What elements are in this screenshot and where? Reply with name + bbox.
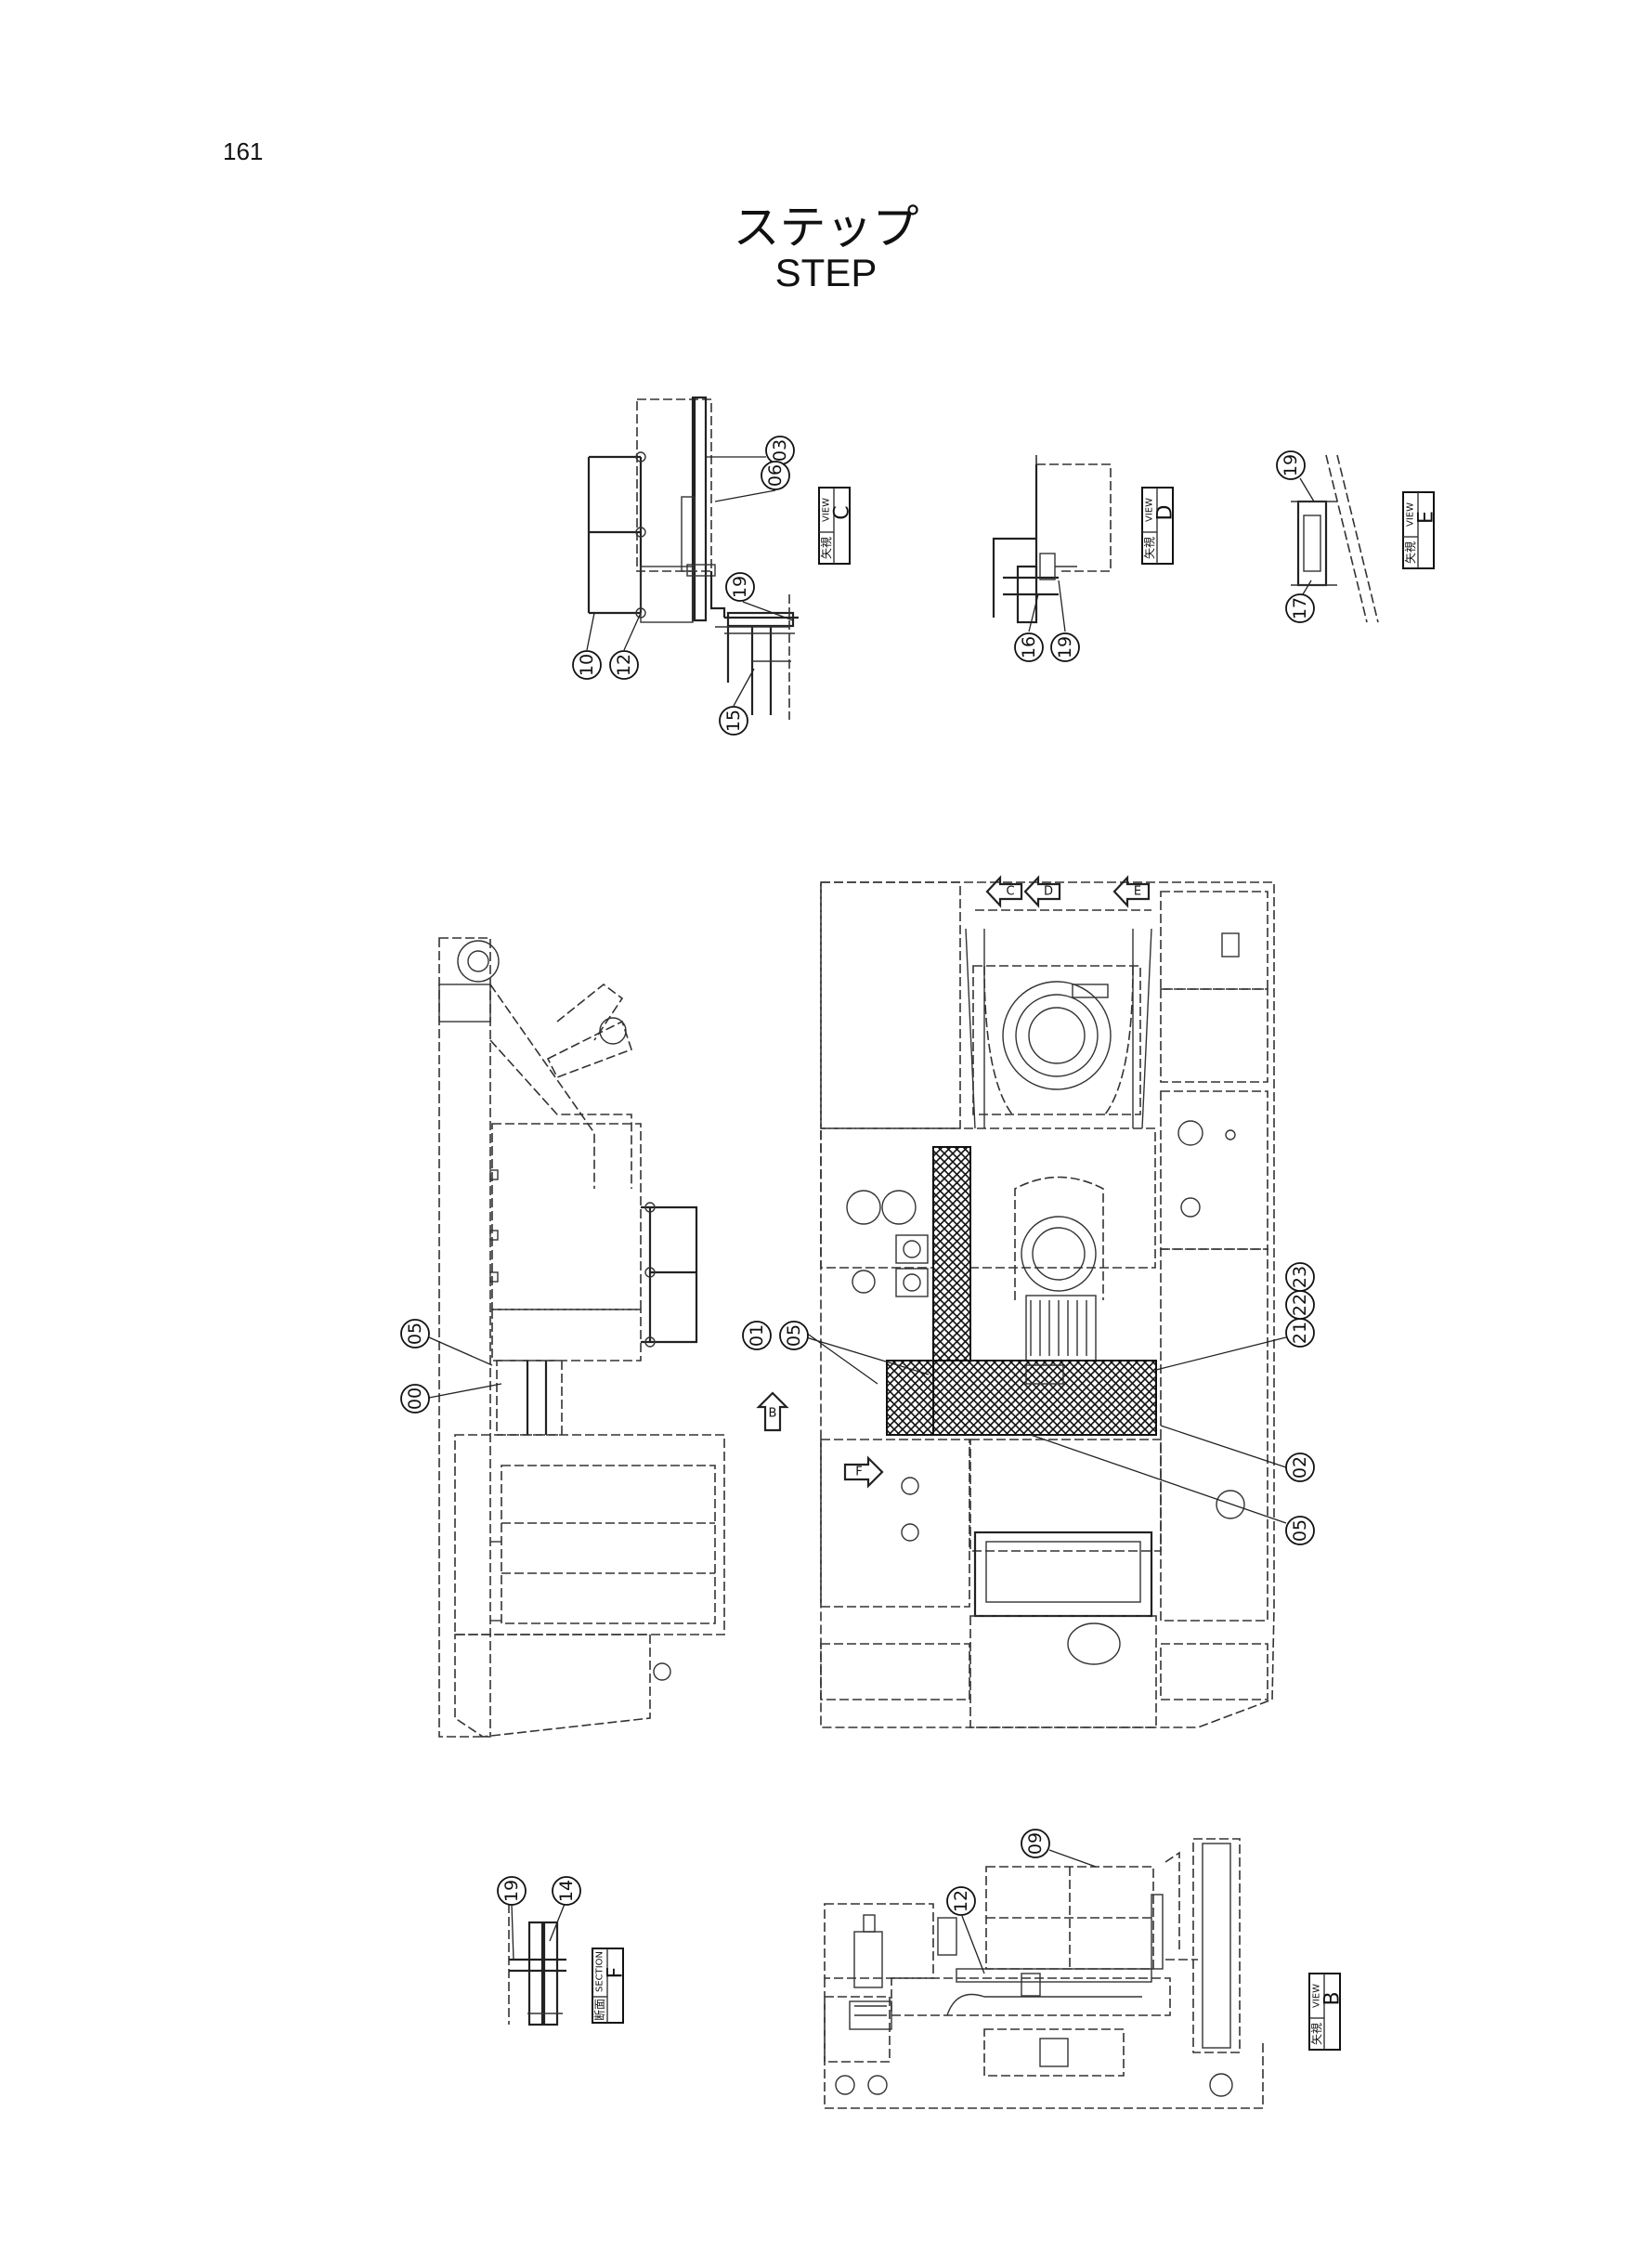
callout-19-section-f: 19 xyxy=(497,1876,527,1906)
section-f-detail xyxy=(508,1904,566,2026)
section-f-letter: F xyxy=(605,1967,628,1979)
view-e-label: 矢視 VIEW E xyxy=(1402,491,1438,569)
view-d-detail xyxy=(992,455,1112,624)
callout-05-side-text: 05 xyxy=(405,1322,425,1345)
title-japanese: ステップ xyxy=(733,201,919,254)
callout-22: 22 xyxy=(1285,1290,1315,1320)
callout-09: 09 xyxy=(1021,1829,1050,1858)
callout-16-text: 16 xyxy=(1019,636,1039,658)
hatched-step-upper xyxy=(932,1146,971,1362)
callout-10-text: 10 xyxy=(577,654,597,676)
callout-05-plan-left-text: 05 xyxy=(784,1324,804,1347)
callout-02: 02 xyxy=(1285,1453,1315,1482)
callout-12-view-c-text: 12 xyxy=(614,654,634,676)
page-number: 161 xyxy=(223,137,264,165)
callout-02-text: 02 xyxy=(1290,1456,1310,1479)
callout-19-section-f-text: 19 xyxy=(501,1880,522,1902)
view-arrow-f: F xyxy=(843,1455,884,1489)
section-f-kanji: 断面 xyxy=(592,1999,606,2021)
view-arrow-c: C xyxy=(985,875,1023,908)
view-c-kanji: 矢視 xyxy=(819,537,833,559)
arrow-d-letter: D xyxy=(1044,885,1053,899)
view-c-letter: C xyxy=(831,505,854,519)
title-english: STEP xyxy=(774,251,878,294)
section-f-word: SECTION xyxy=(595,1951,605,1992)
callout-09-text: 09 xyxy=(1025,1832,1046,1855)
callout-00-text: 00 xyxy=(405,1388,425,1410)
callout-05-plan-right-text: 05 xyxy=(1290,1519,1310,1542)
callout-15: 15 xyxy=(719,706,748,736)
view-c-word: VIEW xyxy=(822,498,832,522)
arrow-b-letter: B xyxy=(769,1407,777,1421)
section-f-label: 断面 SECTION F xyxy=(592,1948,628,2024)
callout-23-text: 23 xyxy=(1290,1266,1310,1288)
hatched-step-left xyxy=(886,1360,934,1436)
callout-21: 21 xyxy=(1285,1318,1315,1348)
callout-00: 00 xyxy=(400,1384,430,1414)
callout-21-text: 21 xyxy=(1290,1322,1310,1344)
callout-12-view-b: 12 xyxy=(946,1886,976,1916)
view-d-letter: D xyxy=(1154,505,1177,521)
view-e-letter: E xyxy=(1415,511,1438,524)
callout-17: 17 xyxy=(1285,593,1315,623)
view-d-word: VIEW xyxy=(1145,498,1155,522)
callout-05-plan-right: 05 xyxy=(1285,1516,1315,1545)
side-view-machine xyxy=(438,937,725,1738)
callout-15-text: 15 xyxy=(723,710,744,732)
hatched-step-main xyxy=(932,1360,1157,1436)
callout-23: 23 xyxy=(1285,1262,1315,1292)
view-b-label: 矢視 VIEW B xyxy=(1308,1973,1345,2051)
callout-01: 01 xyxy=(742,1321,772,1350)
arrow-e-letter: E xyxy=(1134,885,1141,899)
callout-19-view-c-text: 19 xyxy=(730,576,750,598)
view-arrow-d: D xyxy=(1023,875,1061,908)
callout-19-view-e-text: 19 xyxy=(1281,454,1301,476)
callout-12-view-b-text: 12 xyxy=(951,1890,971,1912)
view-b-word: VIEW xyxy=(1312,1984,1322,2008)
callout-12-view-c: 12 xyxy=(609,650,639,680)
callout-10: 10 xyxy=(572,650,602,680)
arrow-f-letter: F xyxy=(855,1466,862,1479)
view-b-kanji: 矢視 xyxy=(1309,2023,1323,2045)
callout-19-view-e: 19 xyxy=(1276,450,1306,480)
callout-14: 14 xyxy=(552,1876,581,1906)
leader-lines xyxy=(428,456,1315,1974)
callout-03: 03 xyxy=(765,436,795,465)
callout-22-text: 22 xyxy=(1290,1294,1310,1316)
callout-06-text: 06 xyxy=(765,464,786,487)
callout-01-text: 01 xyxy=(747,1324,767,1347)
view-c-label: 矢視 VIEW C xyxy=(818,487,854,565)
view-d-kanji: 矢視 xyxy=(1142,537,1156,559)
view-arrow-b: B xyxy=(756,1391,789,1432)
view-d-label: 矢視 VIEW D xyxy=(1141,487,1177,565)
callout-19-view-c: 19 xyxy=(725,572,755,602)
callout-05-plan-left: 05 xyxy=(779,1321,809,1350)
view-b-detail xyxy=(824,1838,1264,2109)
callout-06: 06 xyxy=(761,461,790,490)
view-arrow-e: E xyxy=(1112,875,1151,908)
callout-17-text: 17 xyxy=(1290,597,1310,619)
view-b-letter: B xyxy=(1321,1991,1345,2005)
view-c-detail xyxy=(587,396,799,720)
callout-05-side: 05 xyxy=(400,1319,430,1348)
callout-19-view-d: 19 xyxy=(1050,632,1080,662)
callout-19-view-d-text: 19 xyxy=(1055,636,1075,658)
view-e-word: VIEW xyxy=(1406,502,1416,527)
view-e-detail xyxy=(1291,454,1379,623)
callout-16: 16 xyxy=(1014,632,1044,662)
arrow-c-letter: C xyxy=(1006,885,1014,899)
callout-03-text: 03 xyxy=(770,439,790,462)
plan-view-machine xyxy=(820,881,1275,1728)
callout-14-text: 14 xyxy=(556,1880,577,1902)
view-e-kanji: 矢視 xyxy=(1403,541,1417,564)
